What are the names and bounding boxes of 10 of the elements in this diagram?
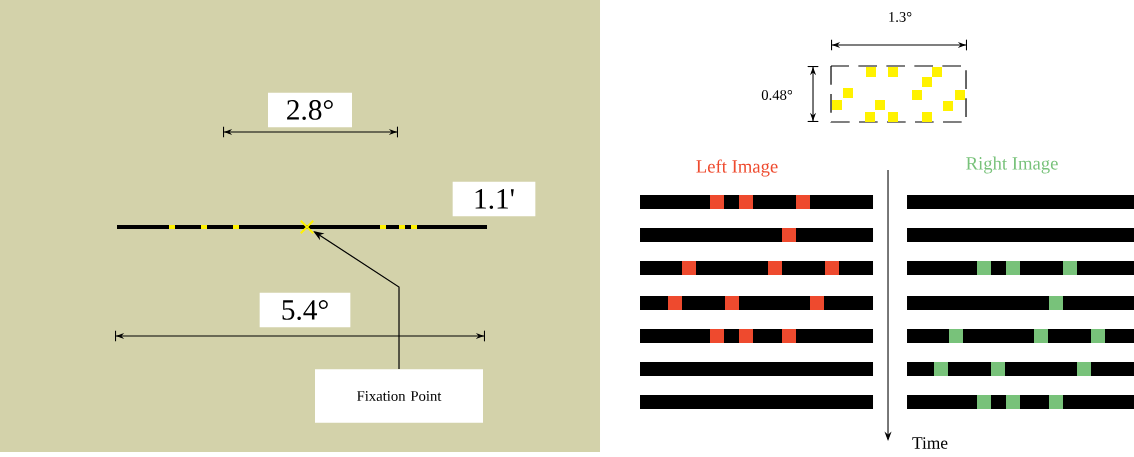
panel-heading: Left Image <box>696 159 778 177</box>
dimension-label: 1.3° <box>889 12 912 22</box>
dimension-label: 0.48° <box>761 90 793 100</box>
fixation-cross <box>299 219 315 235</box>
axis-label: Time <box>912 437 948 449</box>
dimension-label: 1.1' <box>452 181 536 217</box>
dimension-label: 2.8° <box>268 92 352 128</box>
label-box: Fixation Point <box>315 369 483 423</box>
panel-heading: Right Image <box>966 156 1058 174</box>
dimension-label: 5.4° <box>259 292 351 328</box>
